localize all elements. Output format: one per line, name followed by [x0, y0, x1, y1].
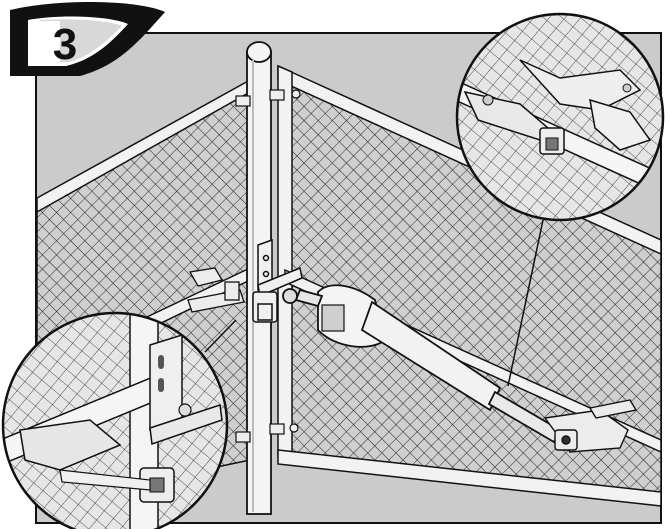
step-number: 3 [52, 20, 78, 69]
callout-leader-top [507, 219, 544, 387]
upper-hinge [235, 89, 301, 107]
callout-leader-bottom [204, 319, 237, 353]
detail-callout-bottom-left [1, 311, 229, 529]
gate-left-stile [277, 64, 293, 464]
post-bracket [252, 238, 303, 323]
left-panel-bracket [187, 267, 245, 313]
detail-callout-top-right [455, 12, 665, 222]
gate-bracket [543, 399, 638, 453]
step-badge [10, 1, 165, 76]
gate-operator-arm [282, 284, 562, 444]
lower-hinge [235, 423, 299, 443]
gate-bottom-rail [277, 449, 662, 507]
